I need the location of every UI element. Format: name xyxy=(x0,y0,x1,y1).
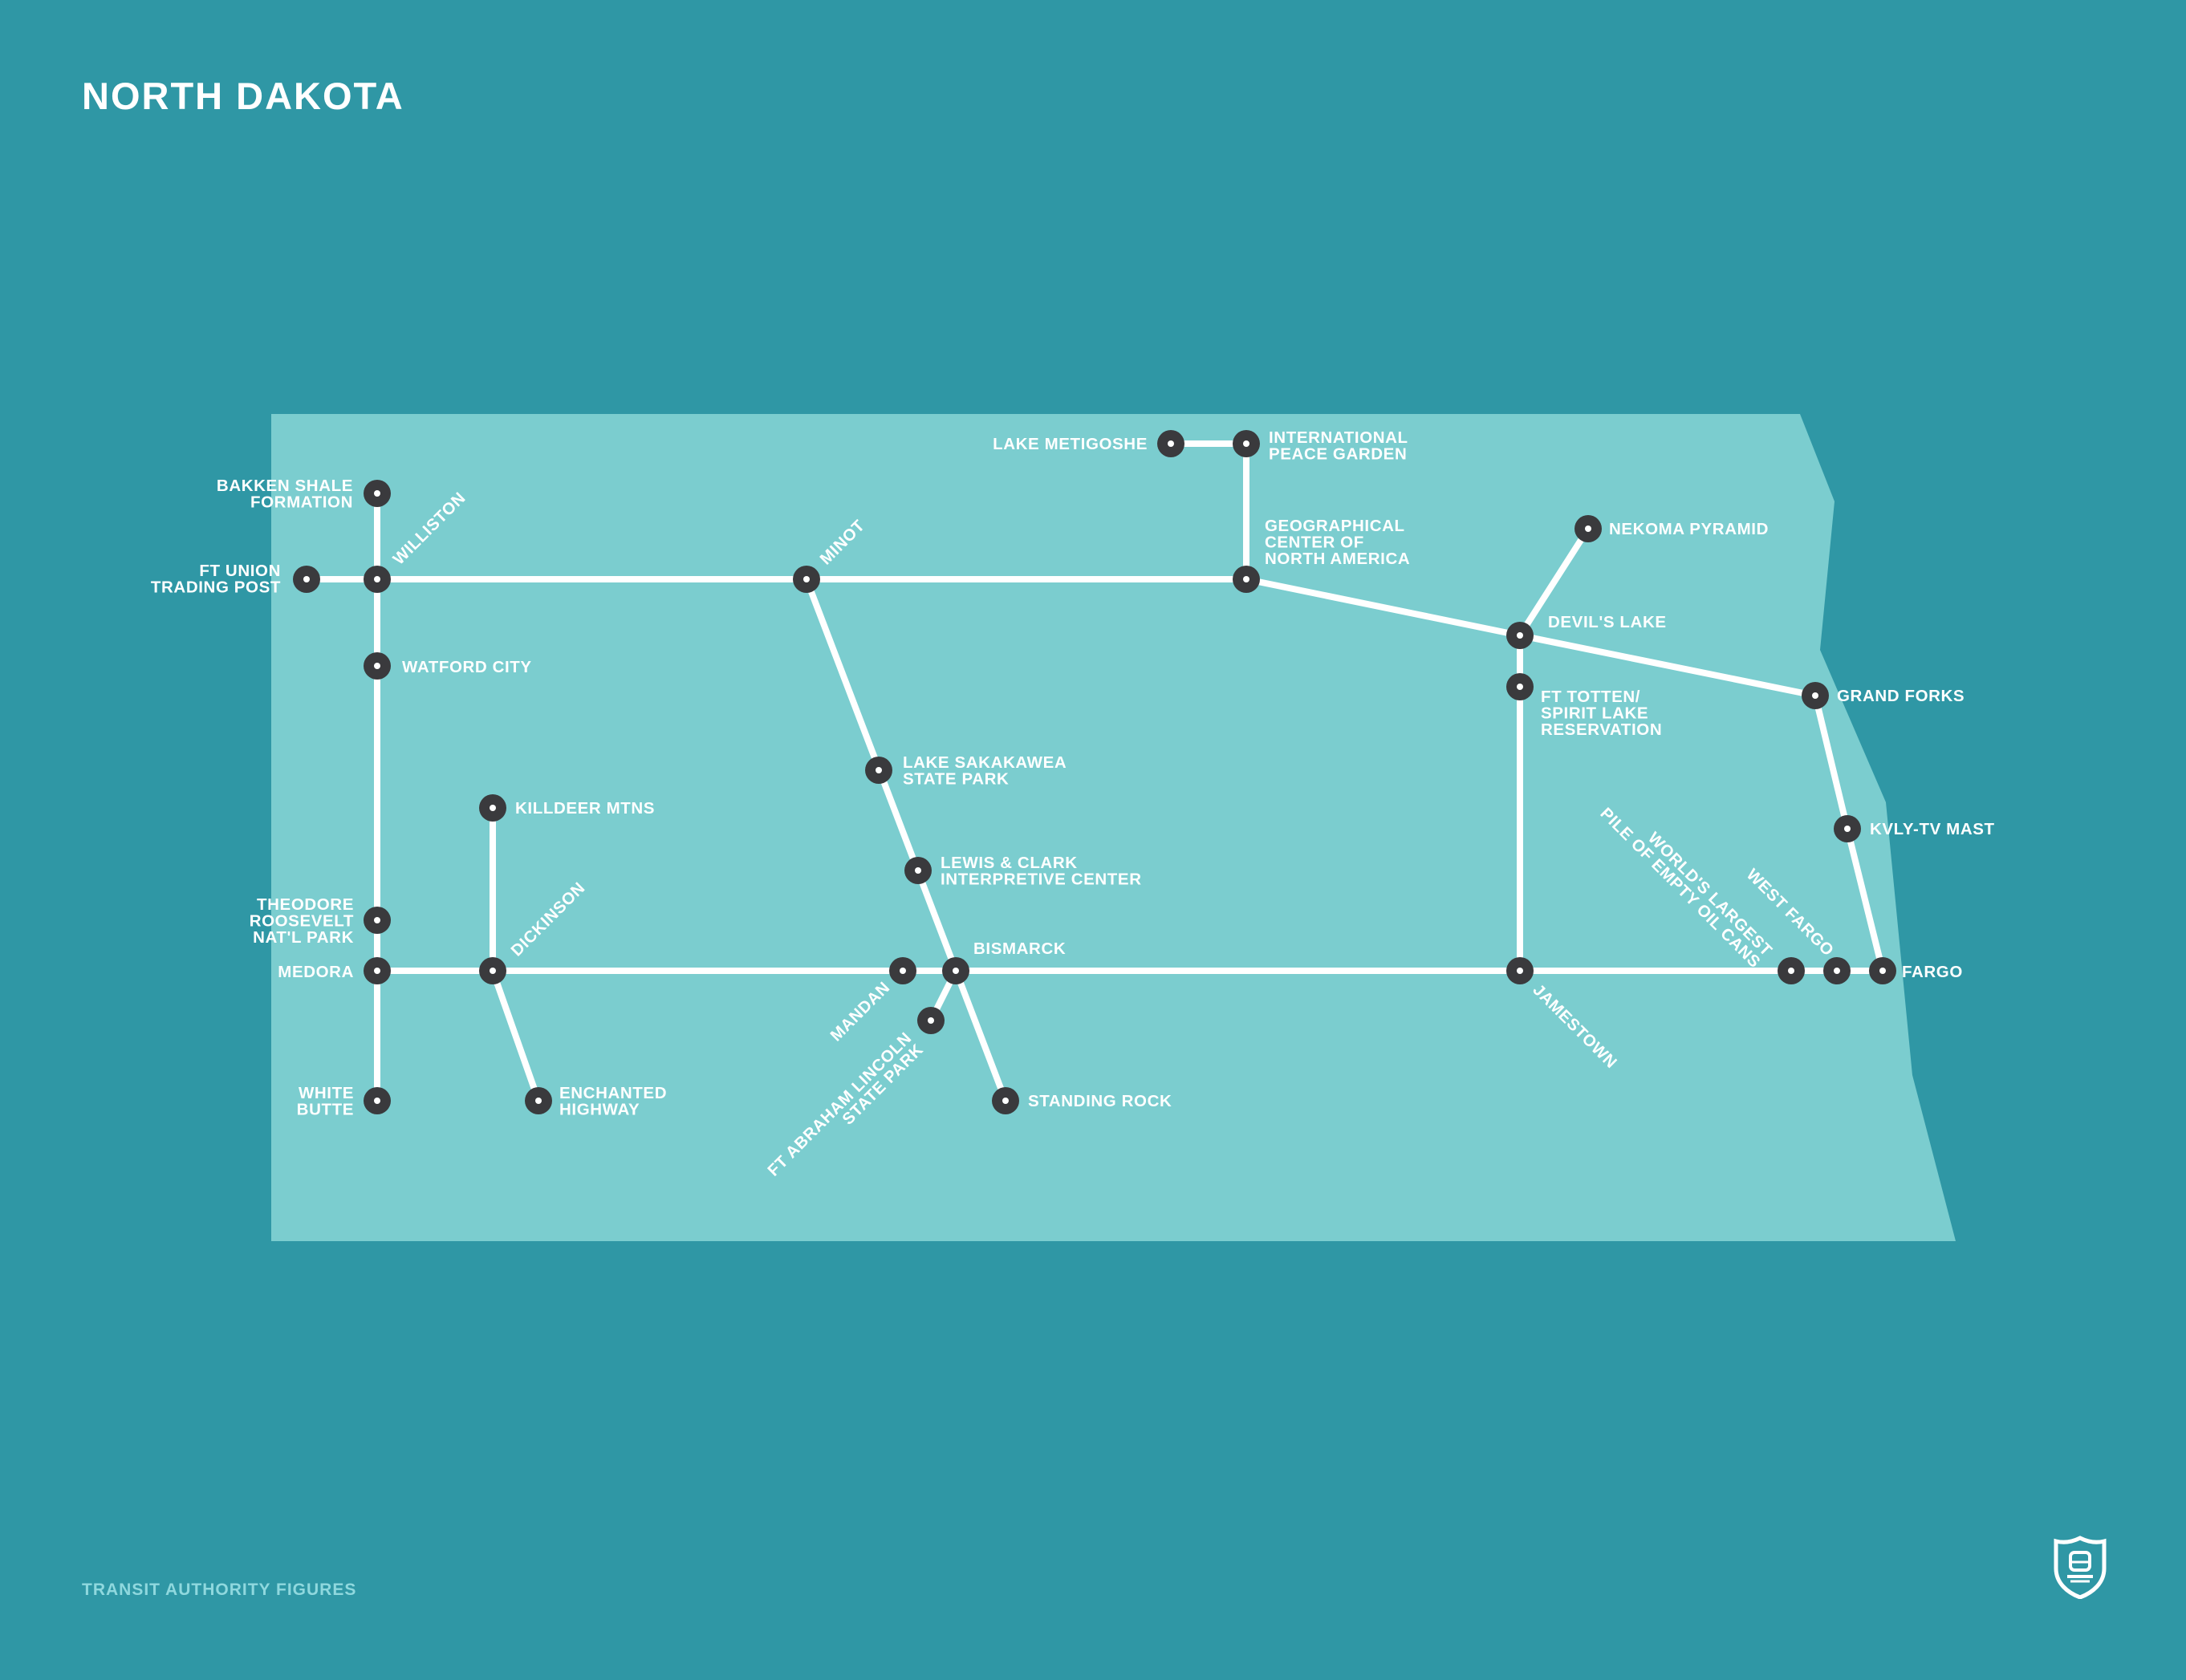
station-watford-city[interactable] xyxy=(364,652,391,680)
route-segment xyxy=(1517,526,1591,639)
station-medora[interactable] xyxy=(364,957,391,984)
station-standing-rock[interactable] xyxy=(992,1087,1019,1114)
station-williston[interactable] xyxy=(364,566,391,593)
station-lewis-clark[interactable] xyxy=(904,857,932,884)
route-lines xyxy=(303,440,1886,1104)
state-shape xyxy=(271,414,1956,1241)
footer-credit: TRANSIT AUTHORITY FIGURES xyxy=(82,1581,357,1599)
label-bismarck: BISMARCK xyxy=(973,939,1066,958)
station-worlds-largest[interactable] xyxy=(1778,957,1805,984)
station-ft-totten[interactable] xyxy=(1506,673,1534,700)
station-bakken[interactable] xyxy=(364,480,391,507)
label-devils-lake: DEVIL'S LAKE xyxy=(1548,613,1667,631)
station-bismarck[interactable] xyxy=(942,957,969,984)
station-geo-center[interactable] xyxy=(1233,566,1260,593)
transit-shield-icon[interactable] xyxy=(2053,1535,2107,1599)
label-nekoma: NEKOMA PYRAMID xyxy=(1609,520,1769,538)
stations-layer xyxy=(293,430,1896,1114)
route-segment xyxy=(803,576,1009,1104)
label-grand-forks: GRAND FORKS xyxy=(1837,687,1965,705)
label-fargo: FARGO xyxy=(1902,963,1963,981)
label-standing-rock: STANDING ROCK xyxy=(1028,1092,1172,1110)
station-minot[interactable] xyxy=(793,566,820,593)
station-enchanted-highway[interactable] xyxy=(525,1087,552,1114)
station-mandan[interactable] xyxy=(889,957,916,984)
label-lake-metigoshe: LAKE METIGOSHE xyxy=(993,435,1148,453)
page-title: NORTH DAKOTA xyxy=(82,75,404,117)
station-theodore-roosevelt[interactable] xyxy=(364,907,391,934)
station-grand-forks[interactable] xyxy=(1802,682,1829,709)
station-dickinson[interactable] xyxy=(479,957,506,984)
label-watford-city: WATFORD CITY xyxy=(402,658,532,676)
station-kvly[interactable] xyxy=(1834,815,1861,842)
station-lake-sakakawea[interactable] xyxy=(865,757,892,784)
station-ft-union[interactable] xyxy=(293,566,320,593)
station-white-butte[interactable] xyxy=(364,1087,391,1114)
station-ft-abraham-lincoln[interactable] xyxy=(917,1007,945,1034)
station-nekoma[interactable] xyxy=(1574,515,1602,542)
station-jamestown[interactable] xyxy=(1506,957,1534,984)
station-west-fargo[interactable] xyxy=(1823,957,1851,984)
station-intl-peace-garden[interactable] xyxy=(1233,430,1260,457)
label-medora: MEDORA xyxy=(278,963,354,981)
station-devils-lake[interactable] xyxy=(1506,622,1534,649)
label-kvly: KVLY-TV MAST xyxy=(1870,820,1995,838)
station-lake-metigoshe[interactable] xyxy=(1157,430,1184,457)
label-killdeer: KILLDEER MTNS xyxy=(515,799,655,818)
station-fargo[interactable] xyxy=(1869,957,1896,984)
station-killdeer[interactable] xyxy=(479,794,506,822)
